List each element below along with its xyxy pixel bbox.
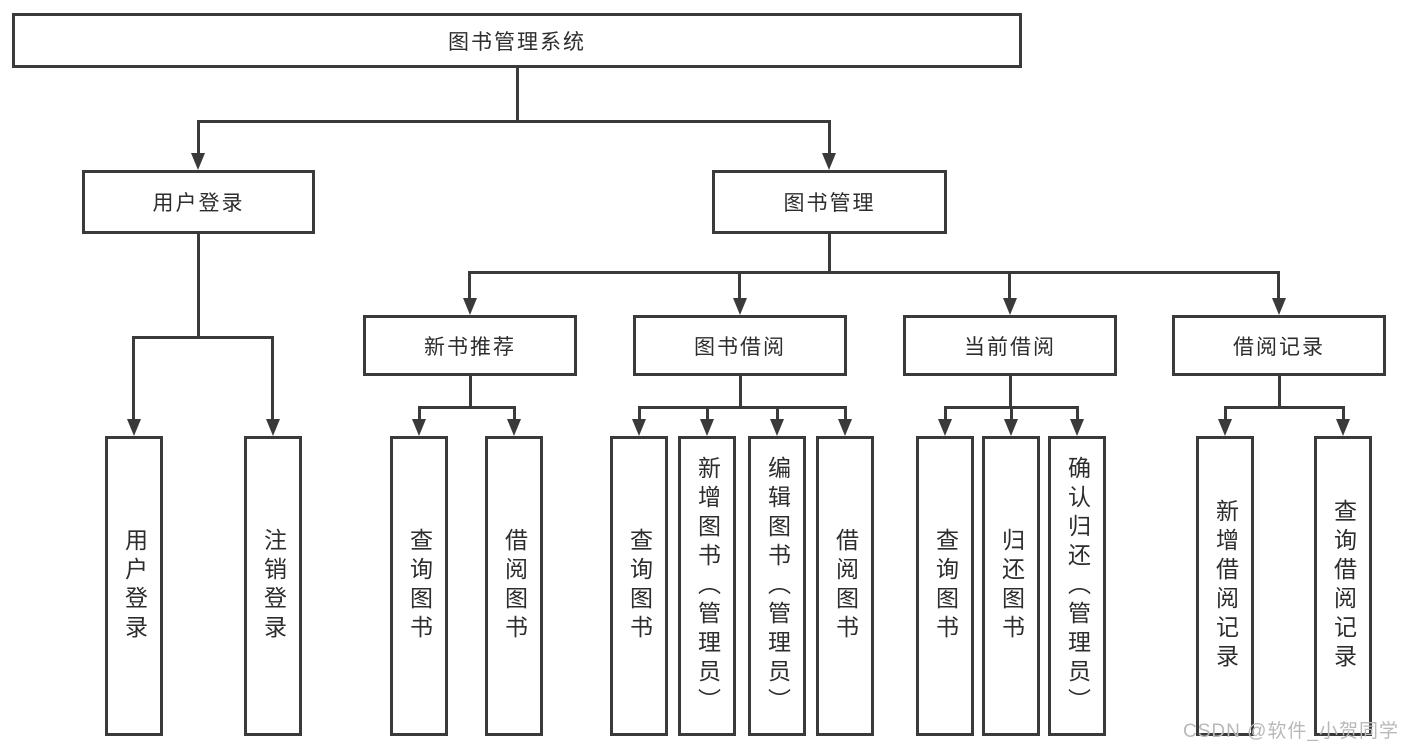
leaf-query-books-recommend: 查询图书	[390, 436, 448, 736]
node-current-borrowing: 当前借阅	[903, 315, 1117, 376]
leaf-query-books-current: 查询图书	[916, 436, 974, 736]
node-book-borrowing: 图书借阅	[633, 315, 847, 376]
connector-line	[828, 234, 831, 273]
connector-line	[271, 336, 274, 420]
connector-line	[418, 406, 516, 409]
arrowhead-icon	[733, 298, 747, 315]
arrowhead-icon	[770, 419, 784, 436]
arrowhead-icon	[1336, 419, 1350, 436]
arrowhead-icon	[822, 153, 836, 170]
arrowhead-icon	[127, 419, 141, 436]
connector-line	[1076, 406, 1079, 421]
connector-line	[468, 271, 471, 300]
connector-line	[132, 336, 274, 339]
arrowhead-icon	[1272, 298, 1286, 315]
leaf-borrow-books-recommend: 借阅图书	[485, 436, 543, 736]
connector-line	[1278, 376, 1281, 408]
leaf-logout: 注销登录	[244, 436, 302, 736]
connector-line	[844, 406, 847, 421]
leaf-add-borrow-record: 新增借阅记录	[1196, 436, 1254, 736]
leaf-edit-book-admin: 编辑图书（管理员）	[748, 436, 806, 736]
arrowhead-icon	[1004, 419, 1018, 436]
node-user-login: 用户登录	[82, 170, 315, 234]
connector-line	[1277, 271, 1280, 300]
connector-line	[1342, 406, 1345, 421]
node-book-management: 图书管理	[712, 170, 947, 234]
node-new-book-recommendation: 新书推荐	[363, 315, 577, 376]
arrowhead-icon	[1003, 298, 1017, 315]
connector-line	[638, 406, 641, 421]
arrowhead-icon	[412, 419, 426, 436]
leaf-add-book-admin: 新增图书（管理员）	[678, 436, 736, 736]
connector-line	[776, 406, 779, 421]
connector-line	[1010, 406, 1013, 421]
arrowhead-icon	[191, 153, 205, 170]
leaf-query-borrow-record: 查询借阅记录	[1314, 436, 1372, 736]
leaf-query-books-borrowing: 查询图书	[610, 436, 668, 736]
connector-line	[516, 68, 519, 121]
connector-line	[197, 120, 831, 123]
arrowhead-icon	[838, 419, 852, 436]
node-root: 图书管理系统	[12, 13, 1022, 68]
connector-line	[469, 376, 472, 408]
connector-line	[418, 406, 421, 421]
arrowhead-icon	[1218, 419, 1232, 436]
leaf-user-login: 用户登录	[105, 436, 163, 736]
leaf-confirm-return-admin: 确认归还（管理员）	[1048, 436, 1106, 736]
connector-line	[1224, 406, 1345, 409]
connector-line	[1008, 271, 1011, 300]
connector-line	[828, 120, 831, 155]
leaf-return-books: 归还图书	[982, 436, 1040, 736]
connector-line	[638, 406, 847, 409]
connector-line	[197, 234, 200, 338]
arrowhead-icon	[1070, 419, 1084, 436]
connector-line	[739, 376, 742, 408]
connector-line	[197, 120, 200, 155]
connector-line	[468, 271, 1280, 274]
connector-line	[944, 406, 947, 421]
arrowhead-icon	[463, 298, 477, 315]
node-borrowing-records: 借阅记录	[1172, 315, 1386, 376]
connector-line	[1009, 376, 1012, 408]
connector-line	[1224, 406, 1227, 421]
connector-line	[738, 271, 741, 300]
arrowhead-icon	[507, 419, 521, 436]
connector-line	[132, 336, 135, 420]
arrowhead-icon	[632, 419, 646, 436]
connector-line	[706, 406, 709, 421]
arrowhead-icon	[266, 419, 280, 436]
leaf-borrow-books-borrowing: 借阅图书	[816, 436, 874, 736]
arrowhead-icon	[938, 419, 952, 436]
arrowhead-icon	[700, 419, 714, 436]
connector-line	[513, 406, 516, 421]
